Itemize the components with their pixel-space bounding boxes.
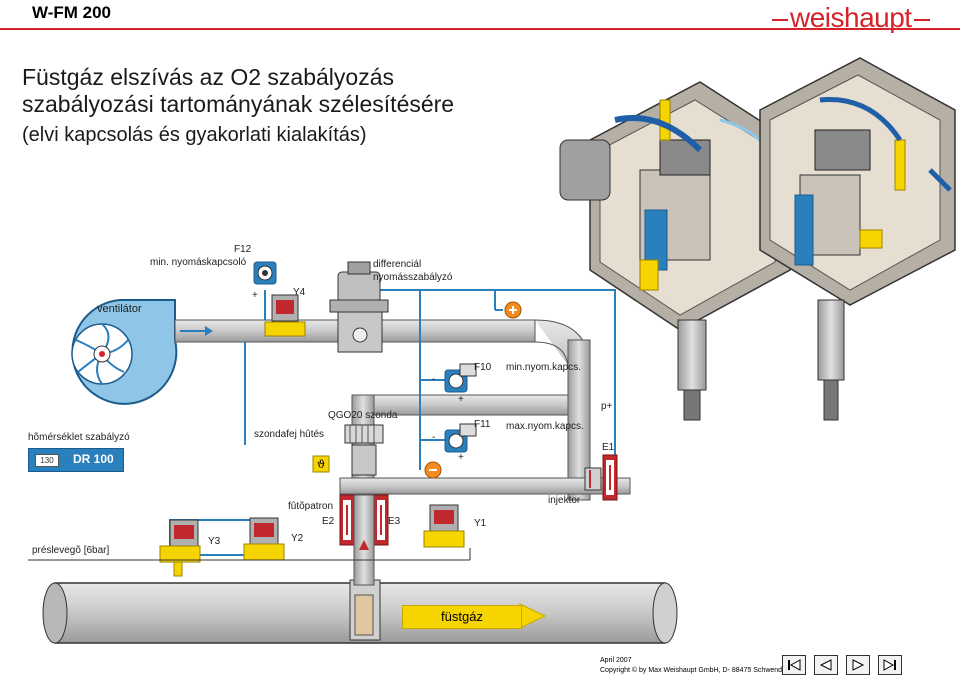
differential-pressure-regulator: [329, 261, 389, 353]
e2-label: E2: [322, 516, 335, 527]
e1-label: E1: [602, 442, 615, 453]
injector-label: injektor: [548, 495, 581, 506]
f12-pressure-switch: [253, 261, 277, 285]
document-code: W-FM 200: [32, 3, 111, 22]
flue-gas-label: füstgáz: [441, 609, 483, 624]
footer-copyright: Copyright © by Max Weishaupt GmbH, D- 88…: [600, 667, 784, 674]
cabinet-illustration-left: [559, 81, 791, 421]
p-plus-label: p+: [601, 401, 613, 412]
dr100-controller: 130 DR 100: [28, 448, 124, 472]
f11-desc: max.nyom.kapcs.: [506, 421, 584, 432]
f11-plus-label: +: [458, 452, 464, 463]
next-page-icon: [852, 659, 865, 671]
fan-icon: [71, 299, 178, 405]
dr100-display: 130: [35, 454, 59, 467]
title-line-3: (elvi kapcsolás és gyakorlati kialakítás…: [22, 124, 367, 146]
temp-controller-label: hõmérséklet szabályzó: [28, 432, 130, 443]
minus-indicator-icon: [424, 461, 442, 479]
y2-solenoid-valve: [243, 517, 285, 561]
thermometer-icon: ϑ: [312, 455, 330, 473]
last-page-icon: [883, 659, 896, 671]
min-pressure-switch-label: min. nyomáskapcsoló: [150, 257, 247, 268]
f11-minus-label: -: [432, 432, 436, 443]
probe-cooling-label: szondafej hûtés: [254, 429, 325, 440]
header-bar: W-FM 200 weishaupt: [0, 0, 960, 33]
flue-gas-label-box: füstgáz: [402, 605, 522, 629]
heater-e2: [339, 494, 355, 546]
fan-label: ventilátor: [97, 303, 142, 315]
svg-text:ϑ: ϑ: [317, 458, 325, 471]
nav-last-button[interactable]: [878, 655, 902, 675]
nav-previous-button[interactable]: [814, 655, 838, 675]
dr100-label: DR 100: [73, 452, 114, 466]
f11-pressure-switch: [444, 423, 477, 453]
title-line-1: Füstgáz elszívás az O2 szabályozás: [22, 64, 394, 90]
title-line-2: szabályozási tartományának szélesítésére: [22, 91, 455, 117]
qgo20-probe: [344, 424, 384, 476]
y4-label: Y4: [293, 287, 306, 298]
injector: [584, 467, 602, 491]
cabinet-illustration-right: [759, 57, 956, 421]
y1-label: Y1: [474, 518, 487, 529]
y1-solenoid-valve: [423, 504, 465, 548]
differential-label-1: differenciál: [373, 259, 422, 270]
nav-first-button[interactable]: [782, 655, 806, 675]
vertical-pipe: [567, 339, 591, 501]
differential-label-2: nyomásszabályzó: [373, 272, 453, 283]
f10-pressure-switch: [444, 363, 477, 393]
brand-name: weishaupt: [790, 2, 912, 33]
f10-label: F10: [474, 362, 492, 373]
injector-pipe: [339, 477, 631, 495]
plus-indicator-icon: [504, 301, 522, 319]
compressed-air-label: préslevegõ [6bar]: [32, 545, 110, 556]
y3-label: Y3: [208, 536, 221, 547]
f11-label: F11: [474, 419, 491, 430]
first-page-icon: [788, 659, 801, 671]
weishaupt-logo: weishaupt: [770, 2, 932, 34]
header-divider: [0, 28, 960, 30]
title-block: Füstgáz elszívás az O2 szabályozás szabá…: [22, 64, 454, 148]
e3-label: E3: [388, 516, 401, 527]
footer-date: April 2007: [600, 657, 632, 664]
nav-next-button[interactable]: [846, 655, 870, 675]
y2-label: Y2: [291, 533, 304, 544]
signal-lines: [244, 289, 616, 480]
previous-page-icon: [819, 659, 832, 671]
f12-plus-label: +: [252, 290, 258, 301]
qgo20-label: QGO20 szonda: [328, 410, 398, 421]
heater-e1: [602, 454, 618, 501]
y4-solenoid-valve: [264, 294, 306, 337]
y3-solenoid-valve: [159, 519, 201, 577]
f12-label: F12: [234, 244, 252, 255]
f10-minus-label: -: [432, 374, 436, 385]
f10-plus-label: +: [458, 394, 464, 405]
heater-e3: [373, 494, 389, 546]
heater-label: fûtõpatron: [288, 501, 334, 512]
f10-desc: min.nyom.kapcs.: [506, 362, 582, 373]
